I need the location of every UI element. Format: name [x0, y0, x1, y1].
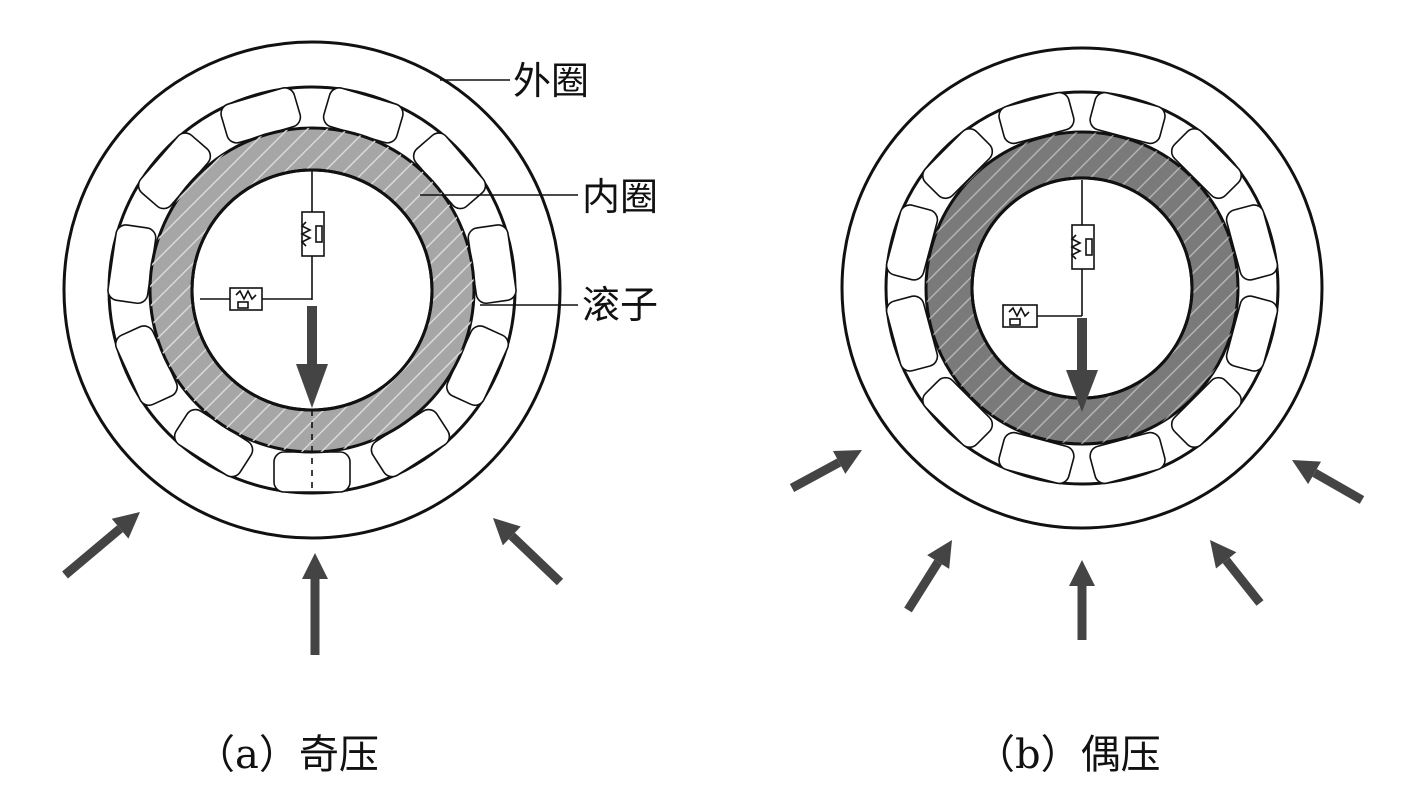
spring-damper-model [1002, 180, 1095, 328]
caption-a: （a）奇压 [195, 732, 379, 778]
external-load-arrows [62, 512, 564, 655]
external-load-arrow [789, 458, 842, 492]
external-load-arrowhead [1210, 540, 1237, 569]
external-load-arrow [62, 525, 123, 579]
external-load-arrowhead [302, 553, 328, 579]
roller-label: 滚子 [582, 283, 658, 327]
external-load-arrow [904, 559, 942, 613]
external-load-arrowhead [1069, 560, 1095, 586]
radial-load-arrow [1066, 318, 1098, 412]
external-load-arrow [1222, 557, 1264, 606]
outer-ring-outer-edge [62, 40, 562, 540]
external-load-arrowhead [493, 518, 521, 546]
external-load-arrowhead [1292, 460, 1322, 485]
roller-set [885, 91, 1279, 485]
outer-ring-inner-edge [884, 90, 1280, 486]
inner-ring-label: 内圈 [582, 175, 658, 219]
external-load-arrow [1312, 468, 1365, 504]
outer-ring-outer-edge [840, 46, 1324, 530]
external-load-arrows [789, 450, 1365, 640]
external-load-arrowhead [927, 540, 952, 569]
bearing-even-compression: （b）偶压 [789, 46, 1365, 778]
bearing-odd-compression: 外圈 内圈 滚子 （a）奇压 [62, 40, 658, 778]
external-load-arrowhead [832, 450, 862, 474]
spring-damper-model [200, 170, 325, 311]
caption-b: （b）偶压 [975, 732, 1161, 778]
outer-ring-label: 外圈 [513, 59, 589, 103]
radial-load-arrow [296, 306, 328, 408]
external-load-arrowhead [111, 512, 140, 539]
roller-set [107, 87, 517, 493]
external-load-arrow [508, 532, 564, 586]
